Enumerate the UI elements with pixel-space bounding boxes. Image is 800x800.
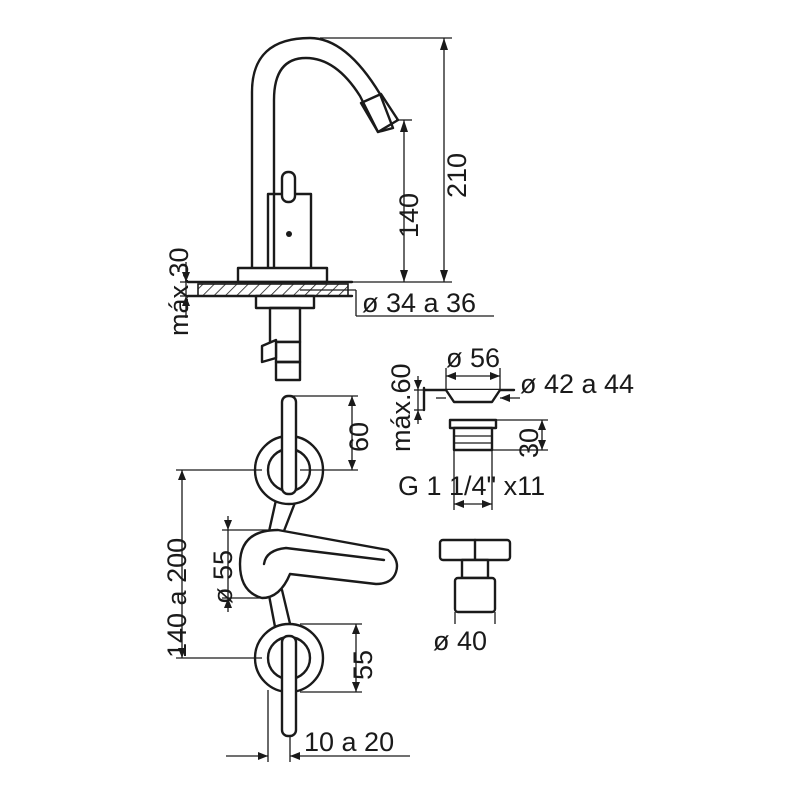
spout-base-flange xyxy=(236,266,329,284)
bottom-lever xyxy=(280,634,298,738)
spout-view xyxy=(186,36,400,382)
dim-handle-spacing: 140 a 200 xyxy=(162,538,192,658)
inlet-body xyxy=(274,340,302,364)
threaded-shank xyxy=(268,306,302,344)
mounting-nut xyxy=(254,294,316,310)
drain-cap xyxy=(444,388,502,404)
drain-body xyxy=(452,426,494,452)
dim-knob-diameter: ø 40 xyxy=(433,626,487,656)
top-lever xyxy=(280,394,298,496)
dim-drain-max: máx.60 xyxy=(386,363,416,452)
dim-wall-depth: 10 a 20 xyxy=(304,727,394,757)
dim-drain-hole: ø 42 a 44 xyxy=(520,369,634,399)
dim-rosette-height: 55 xyxy=(348,650,378,680)
dim-max-deck: máx.30 xyxy=(164,247,194,336)
knob-valve xyxy=(453,576,497,614)
dim-handle-height: 60 xyxy=(344,422,374,452)
dim-height-total: 210 xyxy=(442,153,472,198)
wall-set-dimensions xyxy=(176,395,410,762)
spout-lever-dot xyxy=(286,231,292,237)
inlet-thread xyxy=(274,360,302,382)
knob-stem xyxy=(460,558,490,580)
dim-drain-height: 30 xyxy=(514,428,544,458)
spout-body xyxy=(250,36,395,270)
dim-hole-diameter: ø 34 a 36 xyxy=(362,288,476,318)
dim-rosette-small: ø 55 xyxy=(208,550,238,604)
drain-view xyxy=(414,368,548,510)
spout-lever-handle xyxy=(280,170,297,204)
dim-drain-diameter: ø 56 xyxy=(446,343,500,373)
dim-drain-thread: G 1 1/4" x11 xyxy=(398,471,545,501)
inlet-fitting xyxy=(260,338,278,364)
dim-height-spout: 140 xyxy=(394,193,424,238)
knob-view xyxy=(438,538,512,624)
spout-dimensions xyxy=(180,37,494,318)
